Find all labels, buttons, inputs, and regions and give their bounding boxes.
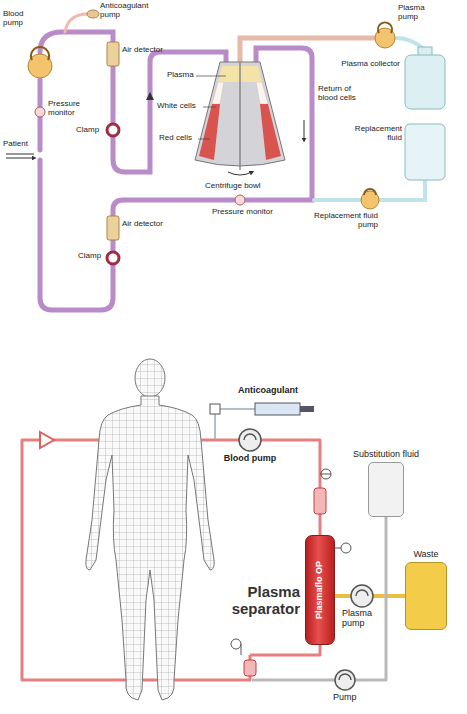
syringe [255,403,314,415]
part-label: Pressure monitor [212,208,278,217]
part-label: Plasma pump [342,609,382,629]
valve-symbol [210,404,220,414]
flow-arrow [304,120,305,140]
pressure-gauge [231,639,241,649]
pressure-gauge [341,543,351,553]
part-label: Red cells [159,134,192,143]
part-label: Air detector [122,220,164,229]
clamp-symbol [107,252,119,264]
part-label: Replacement fluid [340,125,402,143]
gauge-stem [241,474,341,655]
anticoagulant-pump-symbol [87,10,99,18]
part-label: Blood pump [220,454,280,464]
substitution-pump-symbol [335,670,355,690]
return-tube [40,48,312,310]
syringe [300,406,314,412]
bowl-axis [239,62,241,170]
pressure-monitor-symbol [235,195,245,205]
substitution-pump-symbol [339,674,351,680]
part-label: Return of blood cells [318,85,370,103]
part-label: White cells [157,102,196,111]
drip-chamber [244,660,256,676]
plasma-tube [240,38,375,62]
flow-arrow [146,92,154,100]
drip-chamber [314,488,326,514]
part-label: Plasma collector [340,60,400,69]
plasma-collector-bottle [405,55,445,109]
leader-line [196,76,226,77]
node-heading: Substitution fluid [353,450,419,460]
human-figure [135,359,165,397]
blood-pump-symbol [239,429,261,451]
plasma-pump-symbol [356,590,368,596]
replacement-pump-symbol [364,189,376,195]
plasma-separator-filter: Plasma separatorPlasmaflo OP [305,535,335,645]
syringe [255,403,300,415]
leader-line [203,107,216,108]
blood-pump-symbol [31,47,49,60]
leader-lines [196,76,226,139]
node-heading: Plasma separator [216,584,300,617]
node-heading: Waste [413,550,438,560]
centrifuge-bowl [195,62,285,175]
part-label: Plasma pump [398,4,443,22]
anticoagulant-tube [65,14,88,32]
part-label: Clamp [78,252,101,261]
part-label: Anticoagulant pump [100,2,162,20]
tubing [40,14,425,310]
part-label: Plasma [167,71,194,80]
part-label: Pump [333,693,357,703]
air-detector-symbol [107,42,119,66]
part-label: Anticoagulant [238,386,298,396]
blood-line [250,645,320,655]
plasma-pump-symbol [378,22,392,33]
pressure-monitor-symbol [35,107,45,117]
part-label: Air detector [122,46,164,55]
leader-line [198,139,210,140]
substitution-fluid-bag: Substitution fluid [368,462,404,517]
part-label: Pressure monitor [48,100,100,118]
patient-arrows [6,154,34,158]
rotation-arrow [228,172,252,175]
human-figure [86,396,214,700]
waste-bag: Waste [405,562,447,630]
human-figure [86,359,214,700]
blood-pump-symbol [28,47,52,78]
part-label: Replacement fluid pump [296,212,378,230]
part-label: Blood pump [3,10,35,28]
part-label: Centrifuge bowl [205,182,261,191]
plasma-pump-symbol [351,585,373,607]
node-text: Plasmaflo OP [315,561,325,619]
part-label: Clamp [76,126,99,135]
part-label: Patient [3,140,28,149]
air-detector-symbol [107,216,119,240]
replacement-fluid-bag [405,124,445,180]
clamp-symbol [107,124,119,136]
blood-pump-symbol [244,434,256,440]
flow-arrow [40,432,54,448]
